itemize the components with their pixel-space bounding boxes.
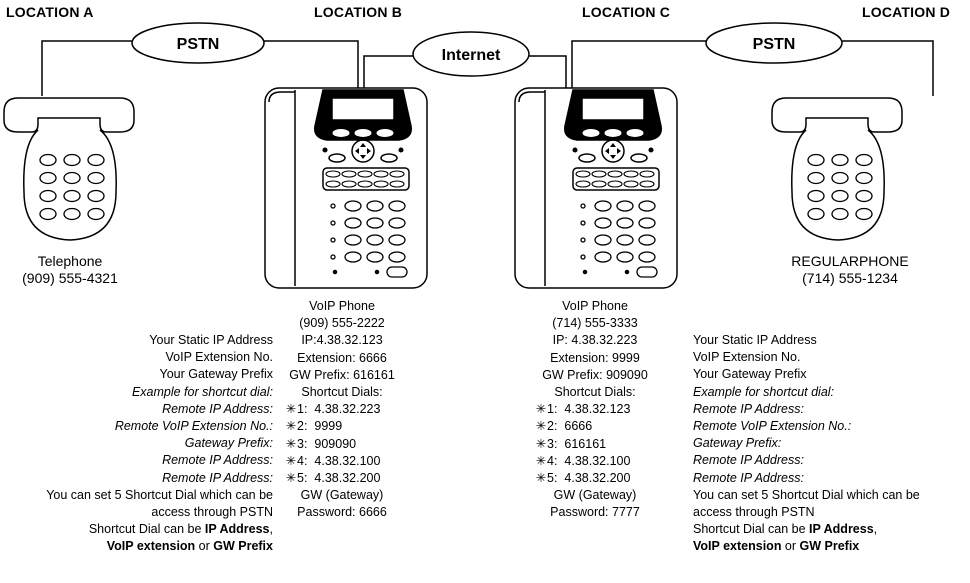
voip-c-title: VoIP Phone	[562, 299, 628, 313]
star-icon: ✳	[535, 453, 547, 468]
star-icon: ✳	[535, 419, 547, 434]
telephone-a-caption: Telephone (909) 555-4321	[0, 253, 140, 287]
voip-b-shortcut-2: ✳2: 9999	[285, 418, 412, 435]
legend-right-remote-ext: Remote VoIP Extension No.:	[693, 419, 852, 434]
voip-c-password: Password: 7777	[550, 505, 640, 520]
voip-b-shortcut-3: ✳3: 909090	[285, 436, 412, 453]
location-c-label: LOCATION C	[582, 4, 671, 20]
star-icon: ✳	[535, 471, 547, 486]
legend-right-remote-ip-1: Remote IP Address:	[693, 401, 804, 416]
internet-cloud	[412, 31, 530, 77]
legend-left-ext-no: VoIP Extension No.	[165, 350, 273, 365]
pstn-right-cloud	[705, 22, 843, 64]
legend-right-note-1: You can set 5 Shortcut Dial which can be	[693, 487, 920, 502]
line-c-to-pstn	[571, 40, 706, 88]
pstn-left-label: PSTN	[177, 36, 220, 53]
legend-left-remote-ip-1: Remote IP Address:	[162, 401, 273, 416]
voip-c-shortcut-5: ✳5: 4.38.32.200	[535, 470, 665, 487]
line-pstn-to-d	[842, 40, 934, 96]
voip-c-shortcut-1: ✳1: 4.38.32.123	[535, 401, 665, 418]
voip-b-gw-prefix: GW Prefix: 616161	[289, 367, 395, 382]
star-icon: ✳	[285, 453, 297, 468]
voip-c-shortcut-header: Shortcut Dials:	[554, 385, 636, 400]
star-icon: ✳	[285, 419, 297, 434]
legend-right: Your Static IP Address VoIP Extension No…	[693, 332, 968, 556]
star-icon: ✳	[535, 402, 547, 417]
telephone-a-number: (909) 555-4321	[22, 270, 118, 286]
voip-c-shortcut-4: ✳4: 4.38.32.100	[535, 453, 665, 470]
voip-c-gw-label: GW (Gateway)	[553, 488, 637, 503]
legend-left: Your Static IP Address VoIP Extension No…	[0, 332, 273, 556]
pstn-left-cloud	[131, 22, 265, 64]
legend-left-example: Example for shortcut dial:	[131, 384, 273, 399]
legend-left-remote-ip-2: Remote IP Address:	[162, 453, 273, 468]
voip-c-shortcut-2: ✳2: 6666	[535, 418, 665, 435]
legend-left-remote-ext: Remote VoIP Extension No.:	[114, 419, 273, 434]
star-icon: ✳	[285, 471, 297, 486]
voip-c-number: (714) 555-3333	[552, 316, 638, 331]
voip-b-gw-label: GW (Gateway)	[300, 488, 384, 503]
voip-b-shortcut-4: ✳4: 4.38.32.100	[285, 453, 412, 470]
voip-c-shortcut-3: ✳3: 616161	[535, 436, 665, 453]
voip-c-shortcut-list: ✳1: 4.38.32.123 ✳2: 6666 ✳3: 616161 ✳4: …	[525, 401, 665, 487]
voip-b-shortcut-5: ✳5: 4.38.32.200	[285, 470, 412, 487]
legend-right-gw-prefix: Your Gateway Prefix	[693, 367, 807, 382]
location-b-label: LOCATION B	[314, 4, 403, 20]
legend-right-ext-no: VoIP Extension No.	[693, 350, 801, 365]
line-b-to-internet	[363, 55, 416, 88]
voip-b-details: VoIP Phone (909) 555-2222 IP:4.38.32.123…	[272, 298, 412, 522]
internet-label: Internet	[442, 47, 501, 64]
telephone-d-icon	[771, 97, 903, 241]
legend-left-static-ip: Your Static IP Address	[149, 333, 273, 347]
line-pstn-to-b	[263, 40, 359, 88]
voip-b-password: Password: 6666	[297, 505, 387, 520]
voip-c-ip: IP: 4.38.32.223	[552, 333, 638, 348]
telephone-d-caption: REGULARPHONE (714) 555-1234	[780, 253, 920, 287]
star-icon: ✳	[285, 436, 297, 451]
voip-phone-b-icon	[264, 87, 428, 289]
voip-b-extension: Extension: 6666	[297, 350, 387, 365]
voip-phone-c-icon	[514, 87, 678, 289]
line-a-to-pstn	[41, 40, 133, 96]
legend-left-note-1: You can set 5 Shortcut Dial which can be	[46, 487, 273, 502]
location-a-label: LOCATION A	[6, 4, 94, 20]
star-icon: ✳	[285, 402, 297, 417]
pstn-right-label: PSTN	[753, 36, 796, 53]
legend-right-note-2: access through PSTN	[693, 505, 815, 520]
legend-left-note-4: VoIP extension or GW Prefix	[106, 539, 273, 554]
legend-left-note-3: Shortcut Dial can be IP Address,	[88, 522, 273, 537]
voip-b-ip: IP:4.38.32.123	[301, 333, 383, 348]
legend-left-gateway-prefix: Gateway Prefix:	[184, 436, 273, 451]
legend-right-note-4: VoIP extension or GW Prefix	[693, 539, 860, 554]
voip-b-title: VoIP Phone	[309, 299, 375, 313]
legend-right-remote-ip-3: Remote IP Address:	[693, 470, 804, 485]
telephone-a-icon	[3, 97, 135, 241]
voip-b-shortcut-list: ✳1: 4.38.32.223 ✳2: 9999 ✳3: 909090 ✳4: …	[272, 401, 412, 487]
voip-b-number: (909) 555-2222	[299, 316, 385, 331]
line-internet-to-c	[526, 55, 567, 88]
location-d-label: LOCATION D	[862, 4, 951, 20]
voip-c-gw-prefix: GW Prefix: 909090	[542, 367, 648, 382]
voip-b-shortcut-header: Shortcut Dials:	[301, 385, 383, 400]
legend-right-note-3: Shortcut Dial can be IP Address,	[693, 522, 878, 537]
voip-c-extension: Extension: 9999	[550, 350, 640, 365]
voip-b-shortcut-1: ✳1: 4.38.32.223	[285, 401, 412, 418]
telephone-d-number: (714) 555-1234	[802, 270, 898, 286]
legend-left-remote-ip-3: Remote IP Address:	[162, 470, 273, 485]
star-icon: ✳	[535, 436, 547, 451]
legend-left-note-2: access through PSTN	[151, 505, 273, 520]
legend-left-gw-prefix: Your Gateway Prefix	[159, 367, 273, 382]
legend-right-remote-ip-2: Remote IP Address:	[693, 453, 804, 468]
voip-c-details: VoIP Phone (714) 555-3333 IP: 4.38.32.22…	[525, 298, 665, 522]
legend-right-static-ip: Your Static IP Address	[693, 333, 817, 347]
telephone-d-title: REGULARPHONE	[791, 253, 909, 269]
legend-right-example: Example for shortcut dial:	[693, 384, 835, 399]
legend-right-gateway-prefix: Gateway Prefix:	[693, 436, 782, 451]
telephone-a-title: Telephone	[37, 253, 103, 269]
